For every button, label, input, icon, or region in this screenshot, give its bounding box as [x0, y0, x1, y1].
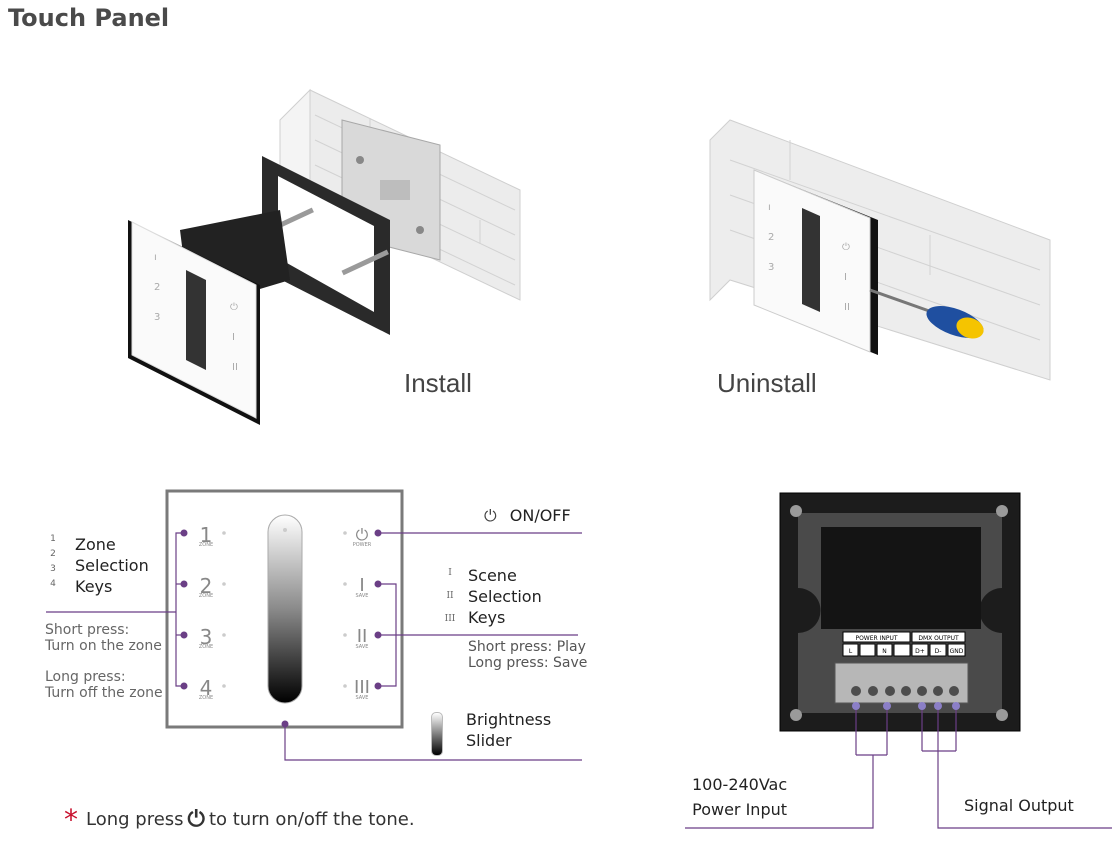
brightness-slider[interactable]	[267, 514, 303, 704]
footnote-text-after: to turn on/off the tone.	[208, 809, 415, 830]
install-label: Install	[404, 368, 472, 398]
power-key-icon[interactable]: ⏻	[356, 525, 369, 544]
scene-key-1[interactable]: I	[359, 575, 364, 596]
install-illustration: ı 2 3 ⏻ I II	[128, 88, 521, 425]
svg-text:GND: GND	[950, 648, 964, 655]
svg-text:II: II	[232, 362, 238, 373]
svg-text:D-: D-	[935, 648, 942, 655]
corner-screws	[790, 505, 1008, 721]
screwdriver-icon	[869, 288, 984, 339]
uninstall-label: Uninstall	[717, 368, 817, 398]
svg-text:I: I	[844, 272, 847, 283]
svg-text:I: I	[232, 332, 235, 343]
uninstall-illustration: ı 2 3 ⏻ I II	[709, 119, 1051, 381]
callout-dots	[180, 529, 382, 728]
power-input-header: POWER INPUT	[855, 635, 897, 642]
zone-icons-legend: 1 2 3 4	[50, 534, 56, 589]
zone-key-2[interactable]: 2	[200, 574, 213, 598]
wiring-dots	[852, 702, 960, 710]
svg-text:3: 3	[154, 312, 160, 323]
page-title: Touch Panel	[8, 4, 170, 32]
scene-keys: ⏻ POWER I SAVE II SAVE III SAVE	[343, 525, 372, 701]
terminal-block	[834, 662, 969, 704]
brightness-slider-label: Brightness Slider	[466, 710, 552, 750]
zone-key-caption: ZONE	[199, 593, 213, 599]
brightness-slider-icon	[431, 712, 443, 756]
footnote-text-before: Long press	[86, 809, 184, 830]
svg-text:⏻: ⏻	[842, 242, 850, 253]
power-key-caption: POWER	[353, 542, 372, 548]
zone-long-press-text: Long press: Turn off the zone	[45, 669, 163, 701]
svg-text:II: II	[844, 302, 850, 313]
scene-key-caption: SAVE	[356, 593, 369, 599]
svg-text:D+: D+	[915, 648, 925, 655]
svg-text:N: N	[882, 648, 887, 655]
footnote: * Long press ⏻ to turn on/off the tone.	[64, 802, 415, 836]
mounted-touch-panel: ı 2 3 ⏻ I II	[753, 169, 878, 355]
scene-selection-keys-label: Scene Selection Keys	[468, 566, 542, 627]
zone-key-caption: ZONE	[199, 695, 213, 701]
terminal-screws	[851, 686, 959, 696]
svg-text:2: 2	[154, 282, 160, 293]
svg-text:⏻: ⏻	[230, 302, 238, 313]
scene-key-3[interactable]: III	[354, 677, 370, 698]
zone-selection-keys-label: Zone Selection Keys	[75, 535, 149, 596]
touch-panel-module: ı 2 3 ⏻ I II	[128, 210, 290, 425]
zone-short-press-text: Short press: Turn on the zone	[45, 622, 162, 654]
wiring-lines	[685, 706, 1112, 829]
scene-icons-legend: I II III	[444, 568, 456, 624]
terminal-labels: L N D+ D- GND	[842, 643, 966, 657]
front-panel-diagram: 1 ZONE 2 ZONE 3 ZONE 4 ZONE ⏻ POWER I SA…	[46, 489, 582, 761]
on-off-label: ON/OFF	[509, 506, 571, 525]
on-off-callout: ⏻ ON/OFF	[484, 506, 571, 526]
svg-text:ı: ı	[154, 252, 157, 263]
svg-text:L: L	[849, 648, 853, 655]
zone-key-caption: ZONE	[199, 644, 213, 650]
power-icon: ⏻	[484, 506, 497, 525]
scene-key-caption: SAVE	[356, 644, 369, 650]
zone-key-3[interactable]: 3	[200, 625, 213, 649]
scene-key-2[interactable]: II	[357, 626, 368, 647]
svg-text:ı: ı	[768, 202, 771, 213]
svg-text:3: 3	[768, 262, 774, 273]
power-input-label: 100-240Vac Power Input	[692, 775, 788, 819]
zone-keys: 1 ZONE 2 ZONE 3 ZONE 4 ZONE	[199, 523, 226, 701]
zone-key-caption: ZONE	[199, 542, 213, 548]
power-icon: ⏻	[187, 807, 205, 832]
scene-key-caption: SAVE	[356, 695, 369, 701]
scene-press-text: Short press: Play Long press: Save	[468, 639, 588, 671]
dmx-output-header: DMX OUTPUT	[918, 635, 959, 642]
signal-output-label: Signal Output	[964, 796, 1074, 815]
zone-key-4[interactable]: 4	[200, 676, 213, 700]
back-panel-diagram: POWER INPUT DMX OUTPUT L N D+ D- GND	[685, 492, 1112, 829]
star-icon: *	[64, 802, 78, 836]
mounting-frame	[262, 156, 390, 335]
zone-key-1[interactable]: 1	[200, 523, 213, 547]
svg-text:2: 2	[768, 232, 774, 243]
callout-lines	[46, 532, 582, 761]
